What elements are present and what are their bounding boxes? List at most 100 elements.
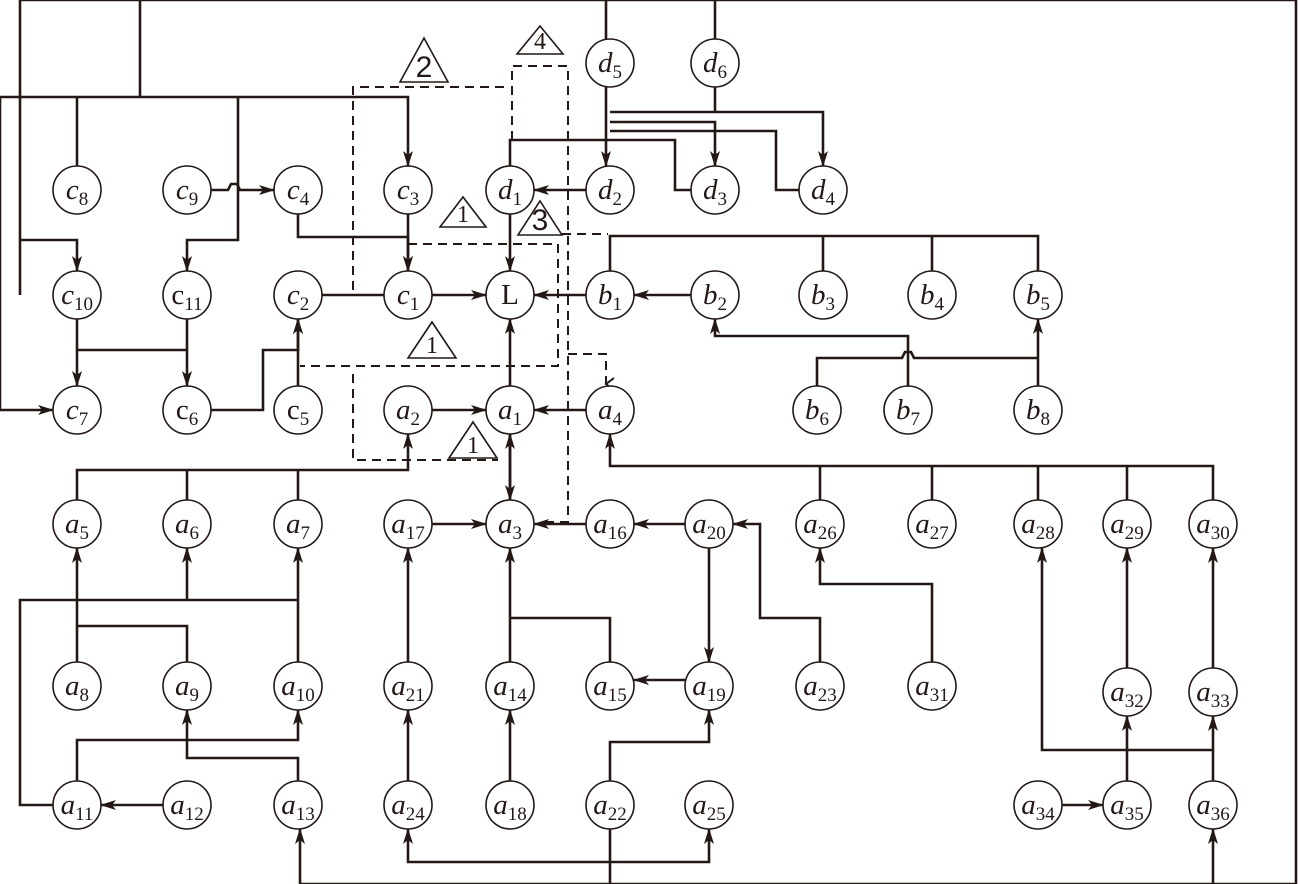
node-a1: a1: [485, 385, 535, 435]
node-d4: d4: [798, 165, 848, 215]
dashed-group-1-arrow: [568, 353, 615, 391]
node-c6: c6: [162, 385, 212, 435]
node-d2: d2: [585, 165, 635, 215]
node-subscript: 13: [296, 804, 315, 825]
node-subscript: 4: [300, 189, 310, 210]
edge-c9-c4: [211, 182, 275, 195]
node-letter: c: [397, 279, 410, 311]
node-circle: [273, 661, 323, 711]
node-label: a27: [915, 508, 949, 544]
node-label: c6: [176, 394, 198, 430]
edge-a22-a19: [608, 709, 714, 781]
node-letter: a: [286, 508, 301, 540]
node-circle: [684, 661, 734, 711]
node-subscript: 16: [608, 523, 627, 544]
node-subscript: 36: [1211, 804, 1230, 825]
node-label: a3: [498, 508, 522, 544]
node-label: d4: [811, 174, 836, 210]
marker-label: 1: [426, 333, 438, 359]
node-letter: a: [915, 508, 930, 540]
node-c2: c2: [273, 270, 323, 320]
node-label: b5: [1026, 279, 1050, 315]
node-subscript: 21: [406, 685, 425, 706]
node-b3: b3: [798, 270, 848, 320]
node-a26: a26: [795, 499, 845, 549]
node-circle: [1188, 667, 1238, 717]
node-c8: c8: [52, 165, 102, 215]
node-circle: [1013, 780, 1063, 830]
node-subscript: 5: [613, 62, 623, 83]
node-a34: a34: [1013, 780, 1063, 830]
node-label: a8: [65, 670, 89, 706]
node-label: a23: [803, 670, 837, 706]
node-subscript: 17: [406, 523, 425, 544]
node-circle: [690, 165, 740, 215]
edge-b6-b8: [815, 350, 1038, 386]
edge-frame-top: [18, 0, 1298, 884]
node-label: a32: [1110, 676, 1144, 712]
node-circle: [485, 499, 535, 549]
node-a25: a25: [684, 780, 734, 830]
node-letter: d: [598, 47, 613, 79]
node-subscript: 34: [1036, 804, 1056, 825]
node-d5: d5: [585, 38, 635, 88]
edge-frame-left-c10: [20, 238, 82, 272]
node-circle: [1013, 385, 1063, 435]
node-letter: a: [1110, 508, 1125, 540]
node-letter: c: [287, 279, 300, 311]
node-subscript: 30: [1211, 523, 1230, 544]
node-subscript: 26: [818, 523, 837, 544]
node-subscript: 8: [80, 685, 90, 706]
node-letter: c: [287, 394, 300, 426]
triangle-shape: [516, 199, 564, 236]
node-circle: [162, 165, 212, 215]
node-a14: a14: [485, 661, 535, 711]
node-letter: c: [176, 394, 189, 426]
node-d3: d3: [690, 165, 740, 215]
node-letter: a: [1196, 508, 1211, 540]
node-letter: a: [598, 394, 613, 426]
dashed-group-1-top: [300, 243, 559, 367]
node-letter: a: [281, 789, 296, 821]
edge-d-bus: [508, 138, 691, 192]
node-label: a30: [1196, 508, 1230, 544]
node-a22: a22: [585, 780, 635, 830]
node-a12: a12: [162, 780, 212, 830]
edge-a22-a25: [610, 828, 714, 864]
node-label: b1: [598, 279, 622, 315]
edge-b7-b2: [710, 318, 910, 386]
node-label: a36: [1196, 789, 1230, 825]
node-subscript: 6: [189, 409, 199, 430]
node-subscript: 1: [613, 294, 623, 315]
node-a23: a23: [795, 661, 845, 711]
node-label: a21: [391, 670, 425, 706]
node-subscript: 32: [1125, 691, 1144, 712]
node-b6: b6: [792, 385, 842, 435]
node-subscript: 3: [410, 189, 420, 210]
node-c4: c4: [273, 165, 323, 215]
node-subscript: 1: [513, 409, 523, 430]
node-a36: a36: [1188, 780, 1238, 830]
node-label: a12: [170, 789, 204, 825]
node-a24: a24: [383, 780, 433, 830]
marker-label: 1: [457, 202, 469, 228]
node-a17: a17: [383, 499, 433, 549]
node-circle: [795, 661, 845, 711]
node-letter: a: [175, 508, 190, 540]
node-letter: a: [692, 508, 707, 540]
node-circle: [52, 780, 102, 830]
node-label: c1: [397, 279, 419, 315]
node-label: c11: [171, 279, 202, 315]
node-letter: a: [915, 670, 930, 702]
node-circle: [383, 499, 433, 549]
node-label: a33: [1196, 676, 1230, 712]
node-a35: a35: [1102, 780, 1152, 830]
node-circle: [1102, 667, 1152, 717]
node-circle: [585, 385, 635, 435]
node-subscript: 31: [930, 685, 949, 706]
edge-a5-a2: [75, 433, 413, 500]
node-label: a31: [915, 670, 949, 706]
node-letter: a: [803, 508, 818, 540]
